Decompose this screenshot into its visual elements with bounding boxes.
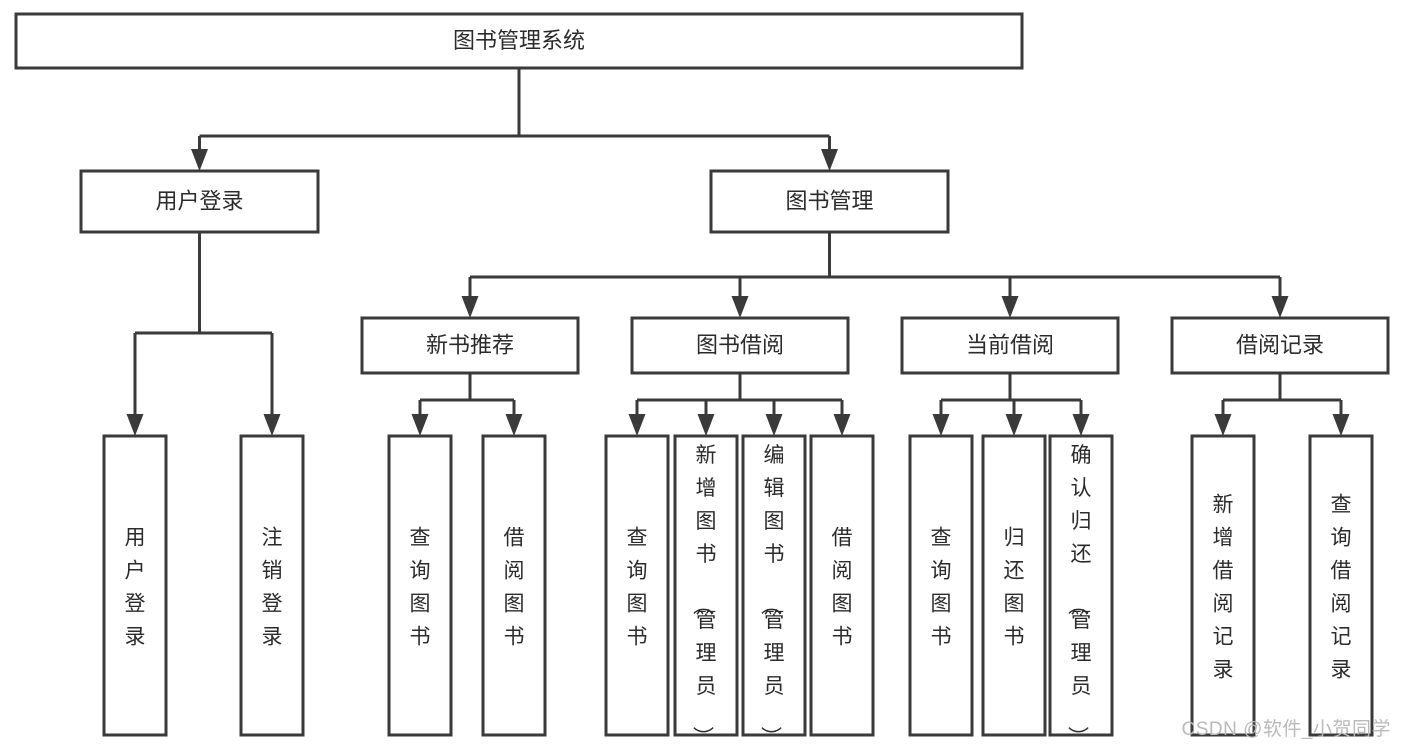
node-box[interactable] <box>79 169 320 234</box>
node-label: 用户登录 <box>155 188 243 213</box>
node-label: 图书借阅 <box>696 332 784 357</box>
node-book-borrow[interactable]: 图书借阅 <box>630 316 850 375</box>
node-box[interactable] <box>981 434 1047 737</box>
node-box[interactable] <box>908 434 974 737</box>
node-box[interactable] <box>1048 434 1114 737</box>
node-current-borrow[interactable]: 当前借阅 <box>900 316 1120 375</box>
node-box[interactable] <box>1308 434 1374 737</box>
node-label: 查询借阅记录 <box>1331 494 1352 682</box>
node-borrow-record[interactable]: 借阅记录 <box>1170 316 1390 375</box>
node-leaf-rec-query[interactable]: 查询图书 <box>387 434 453 737</box>
connector-group-user-login <box>126 232 281 436</box>
node-label: 注销登录 <box>262 527 283 649</box>
node-box[interactable] <box>741 434 807 737</box>
arrow-head-icon <box>833 414 851 436</box>
arrow-head-icon <box>628 414 646 436</box>
arrow-head-icon <box>1271 296 1289 318</box>
connector-group-book-manage <box>461 232 1289 318</box>
node-leaf-bb-query[interactable]: 查询图书 <box>604 434 670 737</box>
arrow-head-icon <box>126 414 144 436</box>
node-label: 查询图书 <box>931 527 952 649</box>
arrow-head-icon <box>697 414 715 436</box>
node-leaf-br-add[interactable]: 新增借阅记录 <box>1190 434 1256 737</box>
arrow-head-icon <box>1005 414 1023 436</box>
arrow-head-icon <box>1072 414 1090 436</box>
node-box[interactable] <box>14 12 1024 70</box>
node-box[interactable] <box>604 434 670 737</box>
arrow-head-icon <box>191 149 208 171</box>
arrow-head-icon <box>505 414 523 436</box>
node-box[interactable] <box>481 434 547 737</box>
arrow-head-icon <box>731 296 749 318</box>
node-box[interactable] <box>360 316 580 375</box>
node-leaf-cb-return[interactable]: 归还图书 <box>981 434 1047 737</box>
node-label: 编辑图书（管理员） <box>759 444 785 747</box>
node-leaf-bb-borrow[interactable]: 借阅图书 <box>809 434 875 737</box>
node-label: 查询图书 <box>410 527 431 649</box>
node-new-book-rec[interactable]: 新书推荐 <box>360 316 580 375</box>
connector-group-borrow-record <box>1214 373 1350 436</box>
arrow-head-icon <box>411 414 429 436</box>
node-box[interactable] <box>387 434 453 737</box>
node-box[interactable] <box>239 434 305 737</box>
node-label: 新增图书（管理员） <box>691 444 717 747</box>
arrow-head-icon <box>821 149 838 171</box>
node-label: 确认归还（管理员） <box>1066 444 1092 747</box>
arrow-head-icon <box>765 414 783 436</box>
node-label: 新增借阅记录 <box>1213 494 1234 682</box>
node-label: 当前借阅 <box>966 332 1054 357</box>
node-box[interactable] <box>630 316 850 375</box>
node-label: 查询图书 <box>627 527 648 649</box>
arrow-head-icon <box>932 414 950 436</box>
node-leaf-user-logout[interactable]: 注销登录 <box>239 434 305 737</box>
node-box[interactable] <box>709 169 950 234</box>
node-root[interactable]: 图书管理系统 <box>14 12 1024 70</box>
node-book-manage[interactable]: 图书管理 <box>709 169 950 234</box>
node-leaf-cb-confirm[interactable]: 确认归还（管理员） <box>1048 434 1114 747</box>
node-box[interactable] <box>102 434 168 737</box>
arrow-head-icon <box>1332 414 1350 436</box>
arrow-head-icon <box>263 414 281 436</box>
node-leaf-br-query[interactable]: 查询借阅记录 <box>1308 434 1374 737</box>
connector-group-current-borrow <box>932 373 1090 436</box>
node-leaf-rec-borrow[interactable]: 借阅图书 <box>481 434 547 737</box>
connector-group-new-book-rec <box>411 373 523 436</box>
node-box[interactable] <box>900 316 1120 375</box>
node-user-login[interactable]: 用户登录 <box>79 169 320 234</box>
node-leaf-cb-query[interactable]: 查询图书 <box>908 434 974 737</box>
node-label: 借阅图书 <box>504 527 525 649</box>
node-label: 用户登录 <box>125 527 146 649</box>
node-label: 借阅记录 <box>1236 332 1324 357</box>
node-leaf-user-login[interactable]: 用户登录 <box>102 434 168 737</box>
arrow-head-icon <box>1214 414 1232 436</box>
node-label: 归还图书 <box>1004 527 1025 649</box>
node-label: 新书推荐 <box>426 332 514 357</box>
node-box[interactable] <box>809 434 875 737</box>
node-box[interactable] <box>1170 316 1390 375</box>
arrow-head-icon <box>461 296 479 318</box>
node-label: 借阅图书 <box>832 527 853 649</box>
node-leaf-bb-add[interactable]: 新增图书（管理员） <box>673 434 739 747</box>
node-box[interactable] <box>673 434 739 737</box>
connector-layer <box>126 68 1350 436</box>
node-leaf-bb-edit[interactable]: 编辑图书（管理员） <box>741 434 807 747</box>
node-label: 图书管理 <box>785 188 873 213</box>
connector-group-book-borrow <box>628 373 851 436</box>
connector-group-root <box>191 68 838 171</box>
node-box[interactable] <box>1190 434 1256 737</box>
node-label: 图书管理系统 <box>453 28 585 53</box>
node-layer: 图书管理系统用户登录图书管理新书推荐图书借阅当前借阅借阅记录用户登录注销登录查询… <box>14 12 1390 747</box>
arrow-head-icon <box>1001 296 1019 318</box>
